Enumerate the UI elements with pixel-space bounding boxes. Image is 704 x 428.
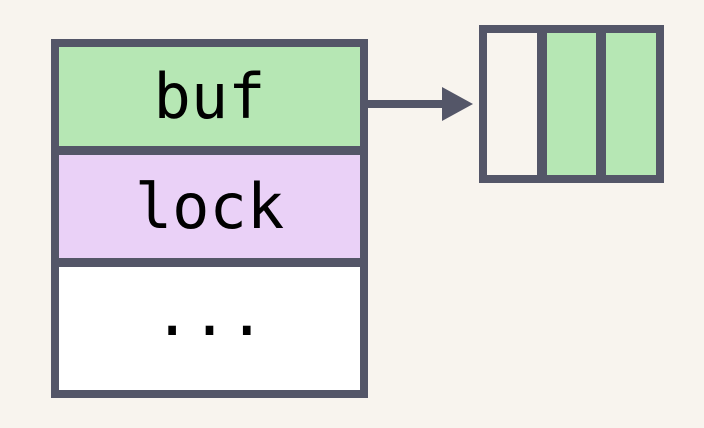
- struct-box: buf lock ...: [51, 39, 368, 398]
- struct-field-buf: buf: [59, 47, 360, 146]
- pointer-arrow-shaft: [368, 100, 442, 108]
- struct-field-lock-label: lock: [134, 169, 285, 243]
- struct-field-lock: lock: [59, 155, 360, 258]
- struct-field-ellipsis: ...: [59, 267, 360, 390]
- struct-field-ellipsis-label: ...: [153, 276, 266, 350]
- arrow-right-icon: [442, 87, 473, 121]
- array-box: [479, 25, 664, 183]
- array-cell-empty: [487, 33, 537, 175]
- array-cell-filled-1: [546, 33, 597, 175]
- array-cell-filled-2: [606, 33, 657, 175]
- struct-field-buf-label: buf: [153, 59, 266, 133]
